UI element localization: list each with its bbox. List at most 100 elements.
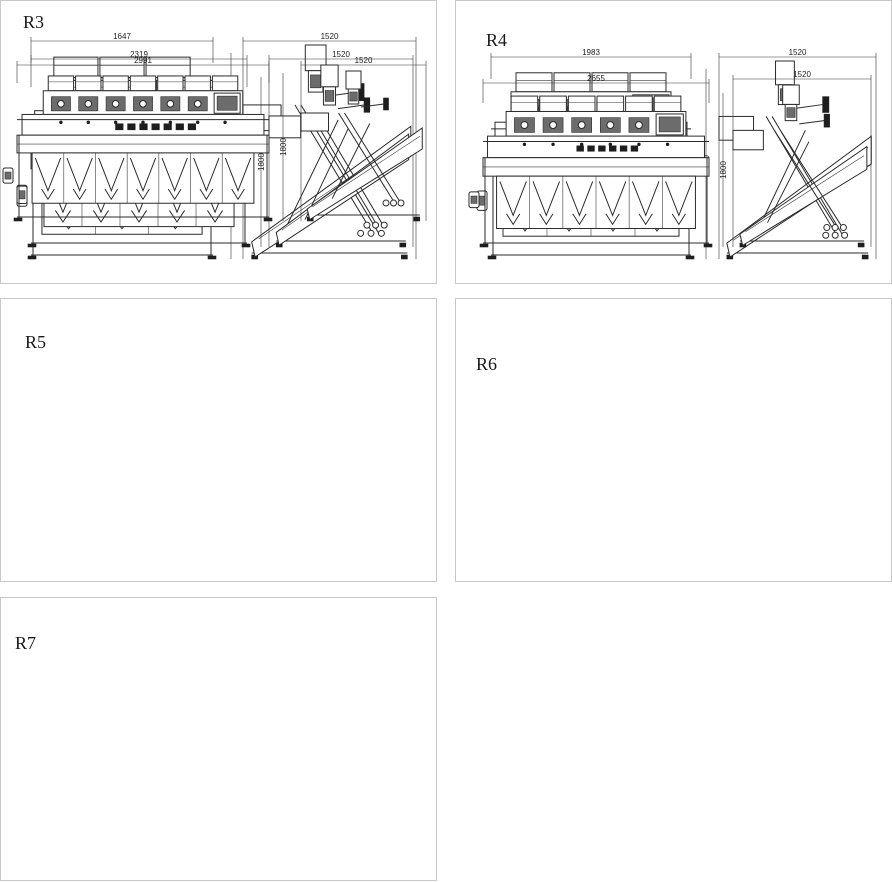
funnel-outlet xyxy=(167,188,182,201)
funnel-outlet xyxy=(130,210,148,223)
foot xyxy=(861,254,869,260)
side-camera xyxy=(349,91,358,102)
model-label: R3 xyxy=(23,12,45,32)
valve xyxy=(390,199,397,207)
side-hopper xyxy=(320,64,339,88)
funnel-outlet xyxy=(572,213,587,226)
sorting-chamber xyxy=(306,127,423,221)
hopper xyxy=(53,56,99,79)
support-strut xyxy=(331,123,371,199)
camera-lens xyxy=(84,100,93,108)
support-strut xyxy=(285,119,339,228)
indicator-dot xyxy=(665,142,670,147)
control-button xyxy=(175,123,184,131)
side-hopper xyxy=(775,60,795,86)
foot xyxy=(27,243,37,248)
chamber-line xyxy=(312,136,420,208)
foot xyxy=(241,243,251,248)
control-button xyxy=(127,123,136,131)
control-button xyxy=(115,123,124,131)
funnel xyxy=(129,157,157,193)
valve xyxy=(841,231,849,239)
funnel-outlet xyxy=(168,210,186,223)
indicator-dot xyxy=(608,142,613,147)
height-dimension: 1800 xyxy=(257,153,266,171)
width-dimension: 2319 xyxy=(130,50,148,59)
rear-cabinet xyxy=(732,129,764,151)
hopper xyxy=(553,72,591,93)
side-screen xyxy=(383,97,389,111)
depth-dimension: 1520 xyxy=(321,32,339,41)
foot xyxy=(685,255,695,260)
hopper xyxy=(47,75,75,92)
hopper xyxy=(102,75,129,92)
model-label: R6 xyxy=(476,354,498,374)
slide-rail xyxy=(773,130,837,228)
air-filter-bowl xyxy=(470,195,478,204)
valve xyxy=(363,221,371,229)
funnel-outlet xyxy=(92,210,110,223)
funnel xyxy=(598,181,627,217)
foot xyxy=(401,254,408,260)
control-band xyxy=(487,135,705,159)
funnel-outlet xyxy=(41,188,55,201)
hopper xyxy=(75,75,102,92)
hopper xyxy=(629,72,667,93)
indicator-dot xyxy=(86,120,90,125)
side-camera xyxy=(324,90,335,102)
rear-cabinet xyxy=(268,115,302,139)
camera-lens xyxy=(111,100,120,108)
funnel xyxy=(499,181,527,217)
side-screen xyxy=(823,113,830,128)
valve xyxy=(377,229,385,237)
indicator-dot xyxy=(522,142,527,147)
funnel-outlet xyxy=(671,213,686,226)
funnel-outlet xyxy=(199,188,214,201)
camera-lens xyxy=(57,100,65,108)
slide-rail xyxy=(779,130,843,228)
funnel xyxy=(161,157,188,193)
screen-arm xyxy=(794,104,823,110)
control-button xyxy=(187,123,196,131)
funnel xyxy=(565,181,594,217)
funnel xyxy=(665,181,693,217)
model-label: R5 xyxy=(25,332,47,352)
funnel-outlet xyxy=(72,188,87,201)
control-button xyxy=(151,123,160,131)
model-label: R4 xyxy=(486,30,508,50)
control-button xyxy=(598,145,606,152)
funnel-outlet xyxy=(207,210,224,223)
funnel-outlet xyxy=(539,213,554,226)
air-filter-bowl xyxy=(4,171,12,180)
funnel-outlet xyxy=(605,213,620,226)
side-view: 1520 xyxy=(718,48,877,260)
indicator-dot xyxy=(637,142,641,147)
screen-arm xyxy=(799,120,825,125)
foot xyxy=(207,255,217,260)
side-camera xyxy=(310,74,322,89)
indicator-dot xyxy=(113,120,118,125)
valve xyxy=(822,231,830,239)
funnel-outlet xyxy=(136,188,150,201)
screen-arm xyxy=(338,104,365,110)
depth-dimension: 1520 xyxy=(355,56,373,65)
side-camera xyxy=(786,107,796,118)
funnel-outlet xyxy=(638,213,653,226)
hopper xyxy=(211,75,239,92)
slide-rail xyxy=(338,112,396,204)
depth-dimension: 1520 xyxy=(793,70,811,79)
touch-screen-display xyxy=(658,116,681,133)
funnel xyxy=(532,181,561,217)
side-view: 1520 xyxy=(300,56,427,222)
funnel xyxy=(631,181,660,217)
funnel-outlet xyxy=(104,188,119,201)
support-strut xyxy=(767,141,810,223)
hopper xyxy=(567,95,596,112)
foot xyxy=(703,243,713,248)
slide-rail xyxy=(317,115,384,226)
valve xyxy=(839,224,847,232)
indicator-dot xyxy=(579,142,584,147)
funnel-outlet xyxy=(54,210,71,223)
